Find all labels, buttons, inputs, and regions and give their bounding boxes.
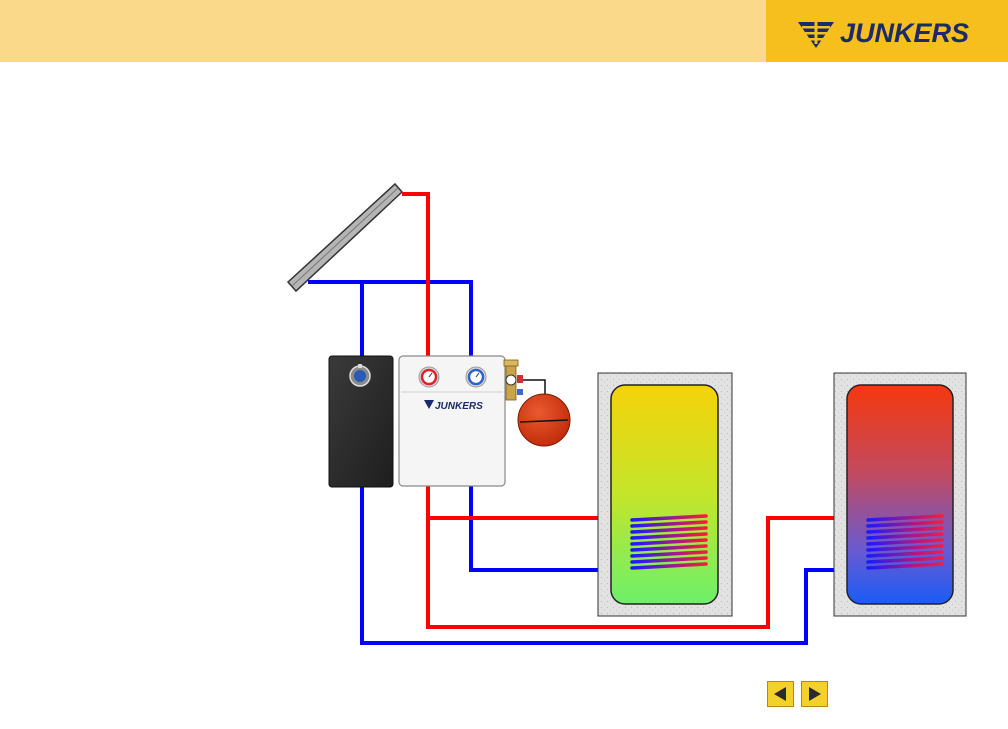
- pipe-collector-flow: [402, 192, 430, 358]
- station-logo-text: JUNKERS: [435, 401, 483, 412]
- pipe-collector-return: [308, 280, 473, 358]
- storage-tank-2: [833, 372, 967, 617]
- header-bar: [0, 0, 766, 62]
- previous-button[interactable]: [767, 681, 794, 707]
- insulated-pump-module: [328, 355, 394, 488]
- solar-collector: [286, 182, 404, 293]
- triangle-right-icon: [809, 687, 821, 701]
- tank-1-heat-coil: [630, 514, 708, 570]
- tank-2-heat-coil: [866, 514, 944, 570]
- pipe-tank2-return: [360, 487, 850, 645]
- brand-name: JUNKERS: [840, 18, 970, 48]
- brand-panel: JUNKERS: [766, 0, 1008, 62]
- pipe-tank1-return: [469, 485, 612, 572]
- pipe-tank1-flow: [426, 485, 612, 520]
- storage-tank-1: [597, 372, 733, 617]
- hot-pipes: [402, 192, 850, 629]
- expansion-vessel: [517, 393, 571, 447]
- triangle-left-icon: [774, 687, 786, 701]
- pressure-gauge-icon: [505, 374, 517, 386]
- pipe-tank2-flow: [426, 516, 850, 629]
- next-button[interactable]: [801, 681, 828, 707]
- junkers-emblem-icon: [798, 22, 834, 48]
- safety-valve-group: [503, 359, 546, 401]
- junkers-logo: JUNKERS: [796, 16, 970, 50]
- solar-pump-station: JUNKERS: [398, 355, 506, 487]
- cold-pipes: [308, 280, 850, 645]
